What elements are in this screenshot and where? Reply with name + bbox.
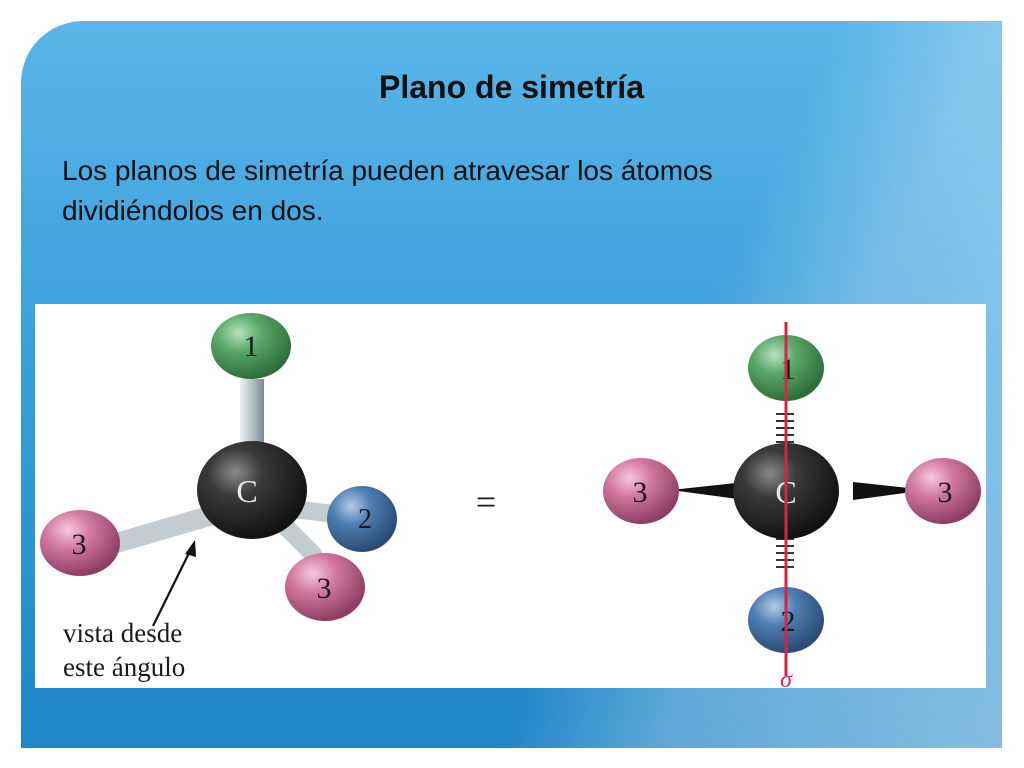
- left-atom-3-left-label: 3: [72, 528, 87, 561]
- left-atom-1: [211, 313, 291, 379]
- left-atom-3-front-label: 3: [317, 572, 332, 605]
- right-atom-3-right: [905, 458, 981, 524]
- slide: Plano de simetría Los planos de simetría…: [21, 21, 1002, 748]
- caption-line-2: este ángulo: [63, 652, 185, 682]
- molecule-diagram: 2 1 C 3 3 vista desde este ángulo: [40, 313, 981, 688]
- equals-sign: =: [476, 482, 496, 522]
- slide-title: Plano de simetría: [379, 69, 644, 105]
- right-atom-3-right-label: 3: [938, 476, 953, 509]
- sigma-label: σ: [780, 667, 793, 688]
- right-atom-2-label: 2: [781, 605, 796, 638]
- left-atom-3-left: [40, 510, 120, 576]
- bond-wedge-left: [671, 482, 745, 500]
- right-atom-3-left: [603, 458, 679, 524]
- view-arrow-head: [185, 540, 196, 557]
- right-atom-3-left-label: 3: [633, 476, 648, 509]
- left-carbon-atom: [197, 441, 307, 539]
- right-molecule: 1 2 3 3 C σ: [603, 322, 981, 688]
- right-atom-1-label: 1: [781, 353, 796, 386]
- bond-wedge-right: [853, 482, 927, 500]
- molecule-figure: 2 1 C 3 3 vista desde este ángulo: [35, 304, 986, 688]
- left-atom-2: [327, 486, 397, 552]
- left-atom-2-label: 2: [358, 504, 372, 535]
- view-arrow-line: [152, 550, 191, 627]
- caption-line-1: vista desde: [63, 618, 182, 648]
- slide-body-text: Los planos de simetría pueden atravesar …: [62, 155, 713, 226]
- left-atom-3-front: [285, 553, 365, 621]
- left-carbon-label: C: [236, 473, 257, 509]
- left-molecule: 2 1 C 3 3 vista desde este ángulo: [40, 313, 397, 682]
- left-atom-1-label: 1: [244, 330, 259, 363]
